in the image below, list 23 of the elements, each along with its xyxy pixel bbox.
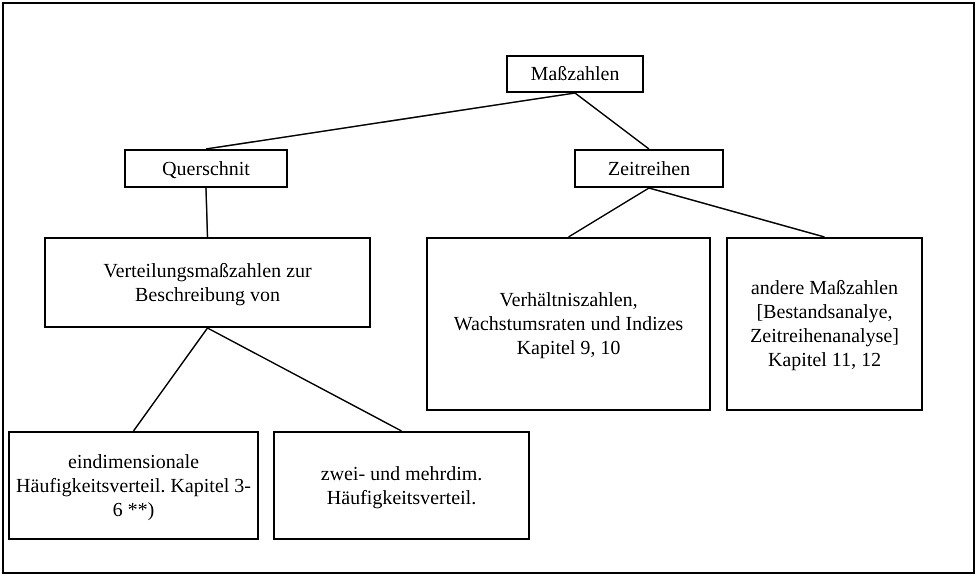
connector-line: [132, 328, 208, 432]
text-box: [44, 237, 371, 328]
text-box: [8, 431, 259, 540]
node-label: Zeitreihen: [606, 156, 692, 180]
text-box: [124, 149, 288, 188]
connector-line: [568, 187, 650, 238]
node-label: Querschnit: [161, 156, 251, 180]
connector-line: [207, 327, 402, 432]
node-label: zwei- und mehrdim. Häufigkeitsverteil.: [320, 462, 484, 510]
connector-line: [648, 187, 825, 238]
node-label: Verhältniszahlen, Wachstumsraten und Indizes Kapitel 9, 10: [452, 288, 684, 360]
connector-line: [205, 188, 208, 238]
node-label: Maßzahlen: [530, 62, 620, 86]
text-box: [726, 237, 923, 411]
text-box: [506, 55, 644, 93]
node-label: andere Maßzahlen [Bestandsanalye, Zeitreihenanalyse] Kapitel 11, 12: [749, 276, 900, 372]
text-box: [574, 149, 724, 188]
text-box: [273, 431, 530, 540]
connector-line: [206, 92, 576, 150]
node-label: eindimensionale Häufigkeitsverteil. Kapitel 3-6 **): [15, 450, 252, 522]
connector-line: [574, 92, 650, 150]
text-box: [426, 237, 711, 411]
node-label: Verteilungsmaßzahlen zur Beschreibung von: [102, 258, 313, 306]
